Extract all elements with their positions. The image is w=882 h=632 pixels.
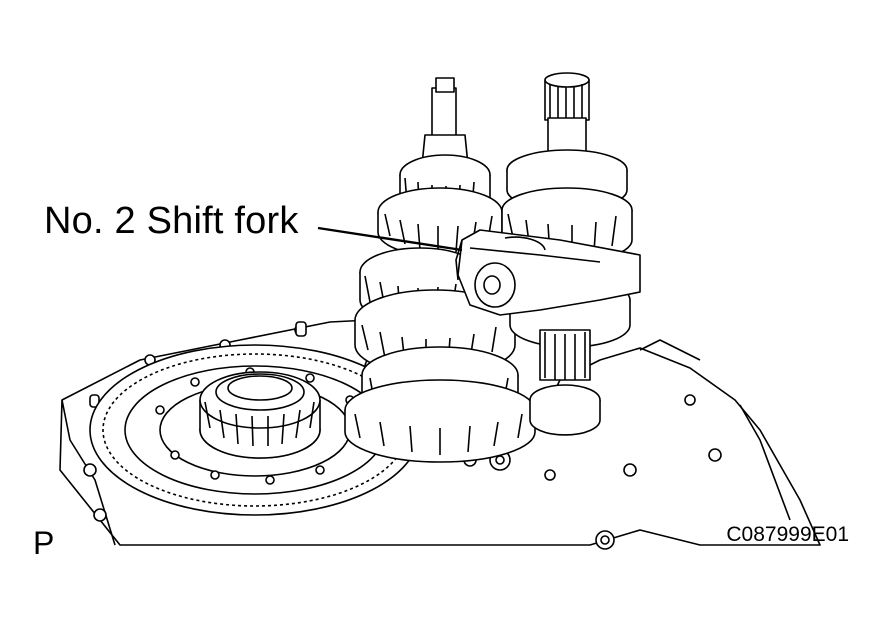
bearing-icon xyxy=(199,371,321,459)
figure-code: C087999E01 xyxy=(726,523,849,546)
shift-fork-icon xyxy=(455,229,641,316)
shaft-icon xyxy=(344,77,536,463)
callout-leader-line xyxy=(317,226,463,252)
corner-mark: P xyxy=(33,525,55,561)
callout-label: No. 2 Shift fork xyxy=(44,200,299,242)
